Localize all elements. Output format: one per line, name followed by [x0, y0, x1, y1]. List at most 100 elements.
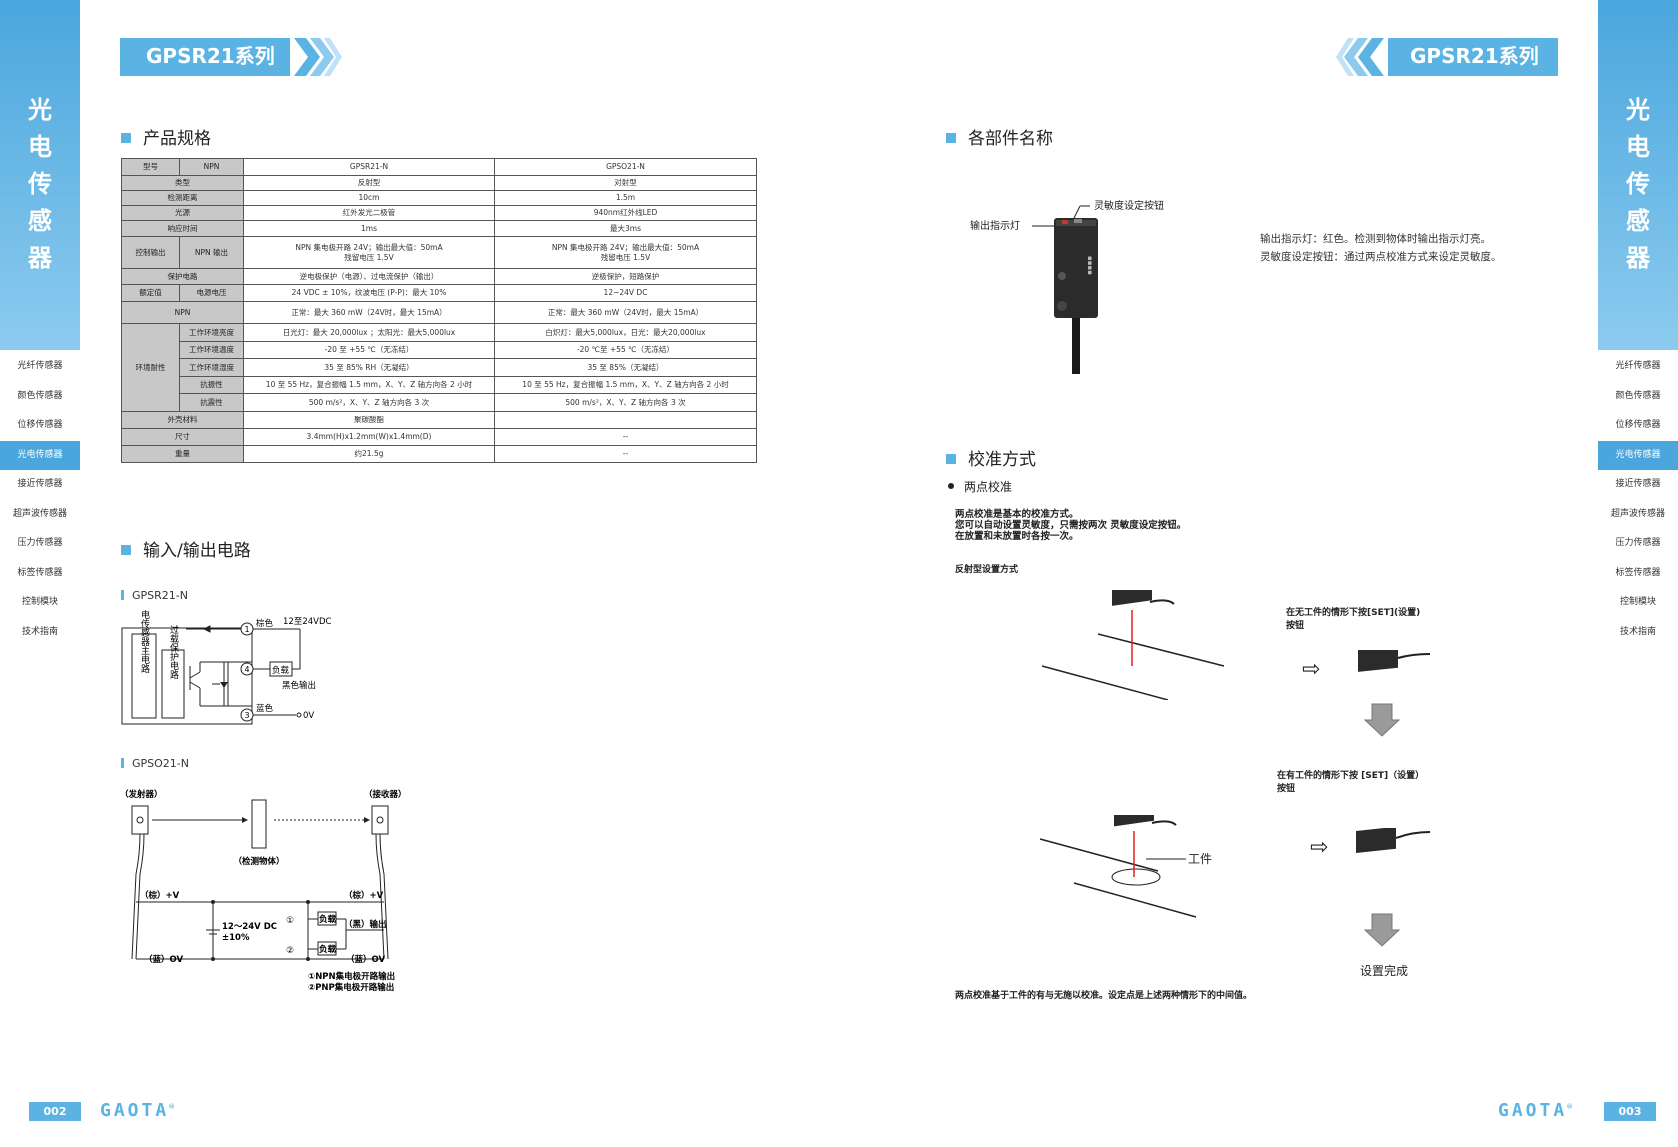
spec-npn-label: NPN [179, 158, 244, 176]
brown-left-label: （棕）+V [140, 890, 180, 901]
spec-row-label: 保护电路 [121, 268, 244, 285]
spec-row-label: 类型 [121, 175, 244, 191]
sidebar-item-proximity[interactable]: 接近传感器 [17, 479, 63, 489]
spec-row-sublabel: NPN 输出 [179, 236, 244, 269]
right-side-band [1598, 0, 1678, 350]
sidebar-item-photoelectric[interactable]: 光电传感器 [0, 440, 80, 470]
sidebar-item-ultrasonic[interactable]: 超声波传感器 [1610, 508, 1665, 519]
sidebar-item-color[interactable]: 颜色传感器 [17, 390, 63, 401]
note-pnp: ②PNP集电极开路输出 [308, 982, 394, 993]
sidebar-item-ultrasonic[interactable]: 超声波传感器 [12, 508, 67, 519]
right-banner-shape [1336, 38, 1558, 76]
sidebar-item-color[interactable]: 颜色传感器 [1615, 390, 1661, 401]
spec-row-sublabel: 工作环境亮度 [179, 323, 244, 342]
spec-cell [494, 411, 757, 429]
page-number-left: 002 [29, 1102, 81, 1121]
spec-cell: 35 至 85%（无凝结） [494, 358, 757, 377]
step1-caption: 在无工件的情形下按[SET](设置)按钮 [1286, 608, 1421, 631]
note-npn: ①NPN集电极开路输出 [308, 971, 395, 982]
spec-cell: 3.4mm(H)x1.2mm(W)x1.4mm(D) [243, 428, 495, 446]
spec-heading: 产品规格 [121, 124, 211, 149]
page-number-right: 003 [1604, 1102, 1656, 1121]
spec-cell: 红外发光二极管 [243, 205, 495, 221]
brand-logo-right: GAOTA® [1498, 1100, 1576, 1121]
right-side-menu: 光纤传感器 颜色传感器 位移传感器 光电传感器 接近传感器 超声波传感器 压力传… [1598, 352, 1678, 647]
spec-cell: 聚碳酸酯 [243, 411, 495, 429]
mark-1: ① [286, 916, 294, 926]
calib-heading: 校准方式 [946, 445, 1036, 470]
sidebar-item-photoelectric[interactable]: 光电传感器 [1598, 440, 1678, 470]
spec-cell: 最大3ms [494, 220, 757, 237]
spec-cell: -20 至 +55 ℃（无冻结） [243, 341, 495, 359]
sidebar-item-fiber[interactable]: 光纤传感器 [17, 361, 63, 371]
sidebar-item-guide[interactable]: 技术指南 [21, 626, 58, 637]
setup-done-label: 设置完成 [1360, 964, 1409, 978]
sidebar-item-fiber[interactable]: 光纤传感器 [1615, 361, 1661, 371]
left-side-menu: 光纤传感器 颜色传感器 位移传感器 光电传感器 接近传感器 超声波传感器 压力传… [0, 352, 80, 647]
sidebar-item-displacement[interactable]: 位移传感器 [17, 420, 63, 430]
object-label: （检测物体） [233, 856, 284, 867]
circuit1-title: GPSR21-N [121, 589, 188, 602]
pin-3: 3 [244, 711, 249, 720]
sidebar-item-label[interactable]: 标签传感器 [17, 567, 63, 578]
spec-cell: 10 至 55 Hz，复合振幅 1.5 mm，X、Y、Z 轴方向各 2 小时 [494, 376, 757, 394]
spec-cell: 1ms [243, 220, 495, 237]
calib-paragraph: 两点校准是基本的校准方式。 您可以自动设置灵敏度，只需按两次 灵敏度设定按钮。 … [955, 509, 1187, 542]
sidebar-item-pressure[interactable]: 压力传感器 [17, 538, 63, 548]
spec-cell: 逆极保护，短路保护 [494, 268, 757, 285]
pin-4: 4 [244, 665, 249, 674]
parts-heading: 各部件名称 [946, 124, 1053, 149]
spec-cell: 日光灯：最大 20,000lux ；太阳光：最大5,000lux [243, 323, 495, 342]
brown-right-label: （棕）+V [344, 890, 384, 901]
spec-row-label: 检测距离 [121, 190, 244, 206]
bullet-icon [948, 483, 954, 489]
sidebar-item-label[interactable]: 标签传感器 [1615, 567, 1661, 578]
overload-circuit-label: 过载保护电路 [168, 624, 179, 680]
spec-cell: 940nm红外线LED [494, 205, 757, 221]
sidebar-item-pressure[interactable]: 压力传感器 [1615, 538, 1661, 548]
tolerance-label: ±10% [222, 933, 250, 943]
io-heading: 输入/输出电路 [121, 536, 251, 561]
arrow-right-icon: ⇨ [1302, 657, 1320, 682]
spec-table: 型号 NPN GPSR21-N GPSO21-N 类型 反射型 对射型 检测距离… [121, 158, 757, 463]
spec-cell: 1.5m [494, 190, 757, 206]
sidebar-item-proximity[interactable]: 接近传感器 [1615, 479, 1661, 489]
step2-caption: 在有工件的情形下按 [SET]（设置）按钮 [1277, 771, 1425, 794]
spec-row-sublabel: 抗振性 [179, 376, 244, 394]
circuit1-diagram: 1 4 3 棕色 12至24VDC 负载 黑色输出 蓝色 0V 光电传感器主电路… [121, 610, 331, 725]
spec-cell: 正常：最大 360 mW（24V时，最大 15mA） [243, 301, 495, 324]
two-point-heading: 两点校准 [948, 478, 1012, 495]
sidebar-item-control[interactable]: 控制模块 [1619, 597, 1656, 607]
spec-model-2: GPSO21-N [494, 158, 757, 176]
spec-row-sublabel: 工作环境温度 [179, 341, 244, 359]
workpiece-label: 工件 [1188, 852, 1212, 866]
sidebar-item-control[interactable]: 控制模块 [21, 597, 58, 607]
brown-label: 棕色 [256, 618, 274, 629]
spec-cell: -20 ℃至 +55 ℃（无冻结） [494, 341, 757, 359]
left-side-title: 光 电 传 感 器 [28, 96, 52, 272]
left-side-band [0, 0, 80, 350]
emitter-label: （发射器） [120, 789, 163, 800]
spec-cell: 500 m/s²，X、Y、Z 轴方向各 3 次 [494, 393, 757, 412]
spec-row-label: NPN [121, 301, 244, 324]
left-banner-shape [120, 38, 342, 76]
spec-cell: 24 VDC ± 10%，纹波电压 (P-P)：最大 10% [243, 284, 495, 302]
spec-row-sublabel: 电源电压 [179, 284, 244, 302]
blue-left-label: （蓝）OV [144, 954, 183, 965]
spec-cell: 500 m/s²，X、Y、Z 轴方向各 3 次 [243, 393, 495, 412]
circuit2-title: GPSO21-N [121, 757, 189, 770]
spec-row-label: 响应时间 [121, 220, 244, 237]
step2-result-sensor: ⇨ [1310, 828, 1431, 860]
parts-description: 输出指示灯：红色。检测到物体时输出指示灯亮。 灵敏度设定按钮：通过两点校准方式来… [1260, 233, 1502, 263]
blue-label: 蓝色 [256, 703, 274, 714]
receiver-label: （接收器） [364, 789, 407, 800]
sidebar-item-displacement[interactable]: 位移传感器 [1615, 420, 1661, 430]
spec-row-label: 尺寸 [121, 428, 244, 446]
sidebar-item-guide[interactable]: 技术指南 [1619, 626, 1656, 637]
circuit2-diagram: （发射器） （接收器） （检测物体） （棕）+V （棕）+V 12～24V DC… [120, 789, 407, 993]
black-output-label: （黑）输出 [344, 919, 387, 930]
main-circuit-label: 光电传感器主电路 [139, 610, 150, 674]
spec-row-label: 环境耐性 [121, 323, 180, 412]
mark-2: ② [286, 946, 294, 956]
